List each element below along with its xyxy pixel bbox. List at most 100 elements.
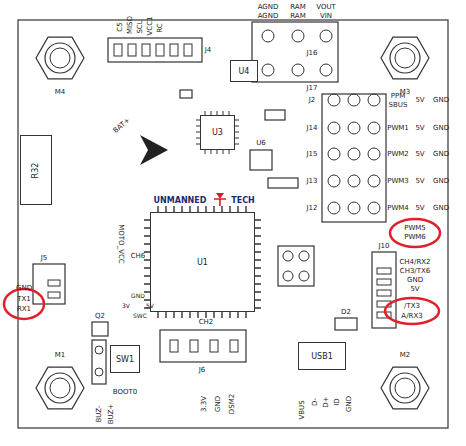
logo-mark — [214, 199, 226, 206]
solder-pad — [368, 94, 380, 106]
chip-pin — [144, 206, 261, 318]
mounting-hole — [390, 43, 420, 73]
chip-pin — [144, 206, 261, 318]
silkscreen-label: BAT+ — [112, 117, 131, 135]
chip-pin — [196, 111, 239, 154]
header-j4 — [108, 38, 202, 62]
capacitor — [265, 110, 285, 120]
chip-pin — [144, 206, 261, 318]
solder-pad — [328, 94, 340, 106]
silkscreen-label: J10 — [379, 243, 390, 250]
silkscreen-label: J16 — [307, 50, 318, 57]
silkscreen-label: GND — [433, 151, 449, 158]
silkscreen-label: BUZ+ — [108, 404, 115, 424]
mounting-nut — [381, 367, 429, 409]
silkscreen-label: BUZ- — [96, 405, 103, 422]
pin — [170, 44, 178, 56]
mounting-nut — [36, 37, 84, 79]
mounting-hole — [50, 48, 70, 68]
pin — [377, 268, 391, 274]
solder-pad — [368, 202, 380, 214]
part-name: SW1 — [116, 355, 134, 364]
solder-pad — [299, 271, 309, 281]
solder-pad — [328, 122, 340, 134]
silkscreen-label: GND — [407, 277, 423, 284]
chip-pin — [144, 206, 261, 318]
silkscreen-label: J6 — [199, 367, 206, 374]
solder-pad — [348, 94, 360, 106]
mounting-hole — [45, 373, 75, 403]
pin — [48, 280, 60, 286]
silkscreen-label: VCC1 — [147, 16, 154, 35]
silkscreen-label: MOTO_VCC — [117, 224, 124, 263]
connector-j10 — [372, 252, 396, 328]
chip-pin — [196, 111, 239, 154]
silkscreen-label: 3V — [122, 303, 130, 309]
silkscreen-label: 5V — [410, 286, 419, 293]
silkscreen-label: 5V — [415, 178, 424, 185]
solder-pad — [262, 64, 274, 76]
silkscreen-label: RAM — [290, 4, 305, 11]
silkscreen-label: GND — [433, 125, 449, 132]
solder-pad — [328, 202, 340, 214]
pin — [48, 292, 60, 298]
component-body: SW1 — [110, 345, 140, 373]
pin — [114, 44, 122, 56]
component-body: USB1 — [298, 342, 346, 370]
component-body: U4 — [230, 60, 258, 82]
silkscreen-label: 5V — [415, 151, 424, 158]
highlight-ring — [385, 298, 439, 324]
silkscreen-label: M2 — [400, 352, 411, 359]
solder-pad — [368, 175, 380, 187]
silkscreen-label: AGND — [258, 4, 279, 11]
logo-text: TECH — [231, 197, 255, 205]
solder-pad — [320, 64, 332, 76]
solder-pad — [368, 122, 380, 134]
silkscreen-label: A/RX3 — [401, 313, 422, 320]
silkscreen-label: J2 — [309, 97, 316, 104]
highlight-ring — [390, 219, 440, 247]
silkscreen-label: Q2 — [95, 313, 105, 320]
pin — [170, 340, 178, 352]
solder-pad — [348, 175, 360, 187]
chip-pin — [144, 206, 261, 318]
silkscreen-label: J14 — [307, 125, 318, 132]
pin — [128, 44, 136, 56]
resistor — [268, 178, 298, 188]
silkscreen-label: J4 — [205, 47, 212, 54]
silkscreen-label: GND — [16, 285, 32, 292]
silkscreen-label: PWM6 — [404, 234, 426, 241]
chip-pin — [144, 206, 261, 318]
part-name: U3 — [212, 128, 223, 137]
chip-pin — [144, 206, 261, 318]
mounting-hole — [45, 43, 75, 73]
silkscreen-label: 5V — [146, 303, 154, 309]
silkscreen-label: PWM5 — [404, 225, 426, 232]
silkscreen-label: SBUS — [389, 102, 408, 109]
board-outline — [18, 20, 448, 428]
solder-pad — [348, 202, 360, 214]
chip-pin — [144, 206, 261, 318]
silkscreen-label: 5V — [415, 125, 424, 132]
silkscreen-label: GND — [346, 396, 353, 412]
silkscreen-label: D- — [312, 398, 319, 406]
silkscreen-label: GND — [433, 205, 449, 212]
solder-pad — [368, 148, 380, 160]
silkscreen-label: PPM — [391, 93, 405, 100]
pin — [377, 279, 391, 285]
component-body: R32 — [20, 135, 52, 205]
silkscreen-label: VIN — [320, 13, 332, 20]
part-name: USB1 — [311, 352, 333, 361]
silkscreen-label: CH4/RX2 — [399, 259, 430, 266]
part-name: R32 — [32, 162, 41, 178]
component-body: U3 — [200, 115, 235, 150]
solder-pad — [283, 271, 293, 281]
chip-pin — [196, 111, 239, 154]
chip-pin — [144, 206, 261, 318]
silkscreen-label: BOOT0 — [113, 389, 137, 396]
silkscreen-label: J5 — [41, 255, 48, 262]
transistor-q2 — [92, 322, 108, 336]
part-name: U1 — [197, 258, 208, 267]
mounting-hole — [50, 378, 70, 398]
solder-pad — [299, 251, 309, 261]
